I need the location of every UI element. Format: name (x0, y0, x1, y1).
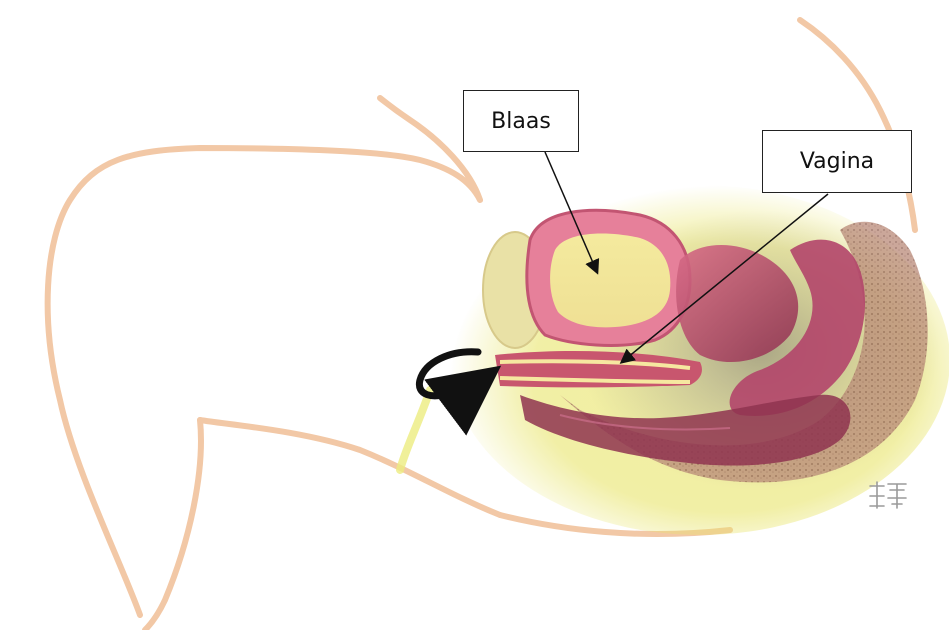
vagina-label: Vagina (762, 130, 912, 193)
bladder-label: Blaas (463, 90, 579, 152)
fluid-streak (400, 390, 430, 470)
artist-signature (866, 478, 910, 512)
bladder (527, 210, 690, 345)
